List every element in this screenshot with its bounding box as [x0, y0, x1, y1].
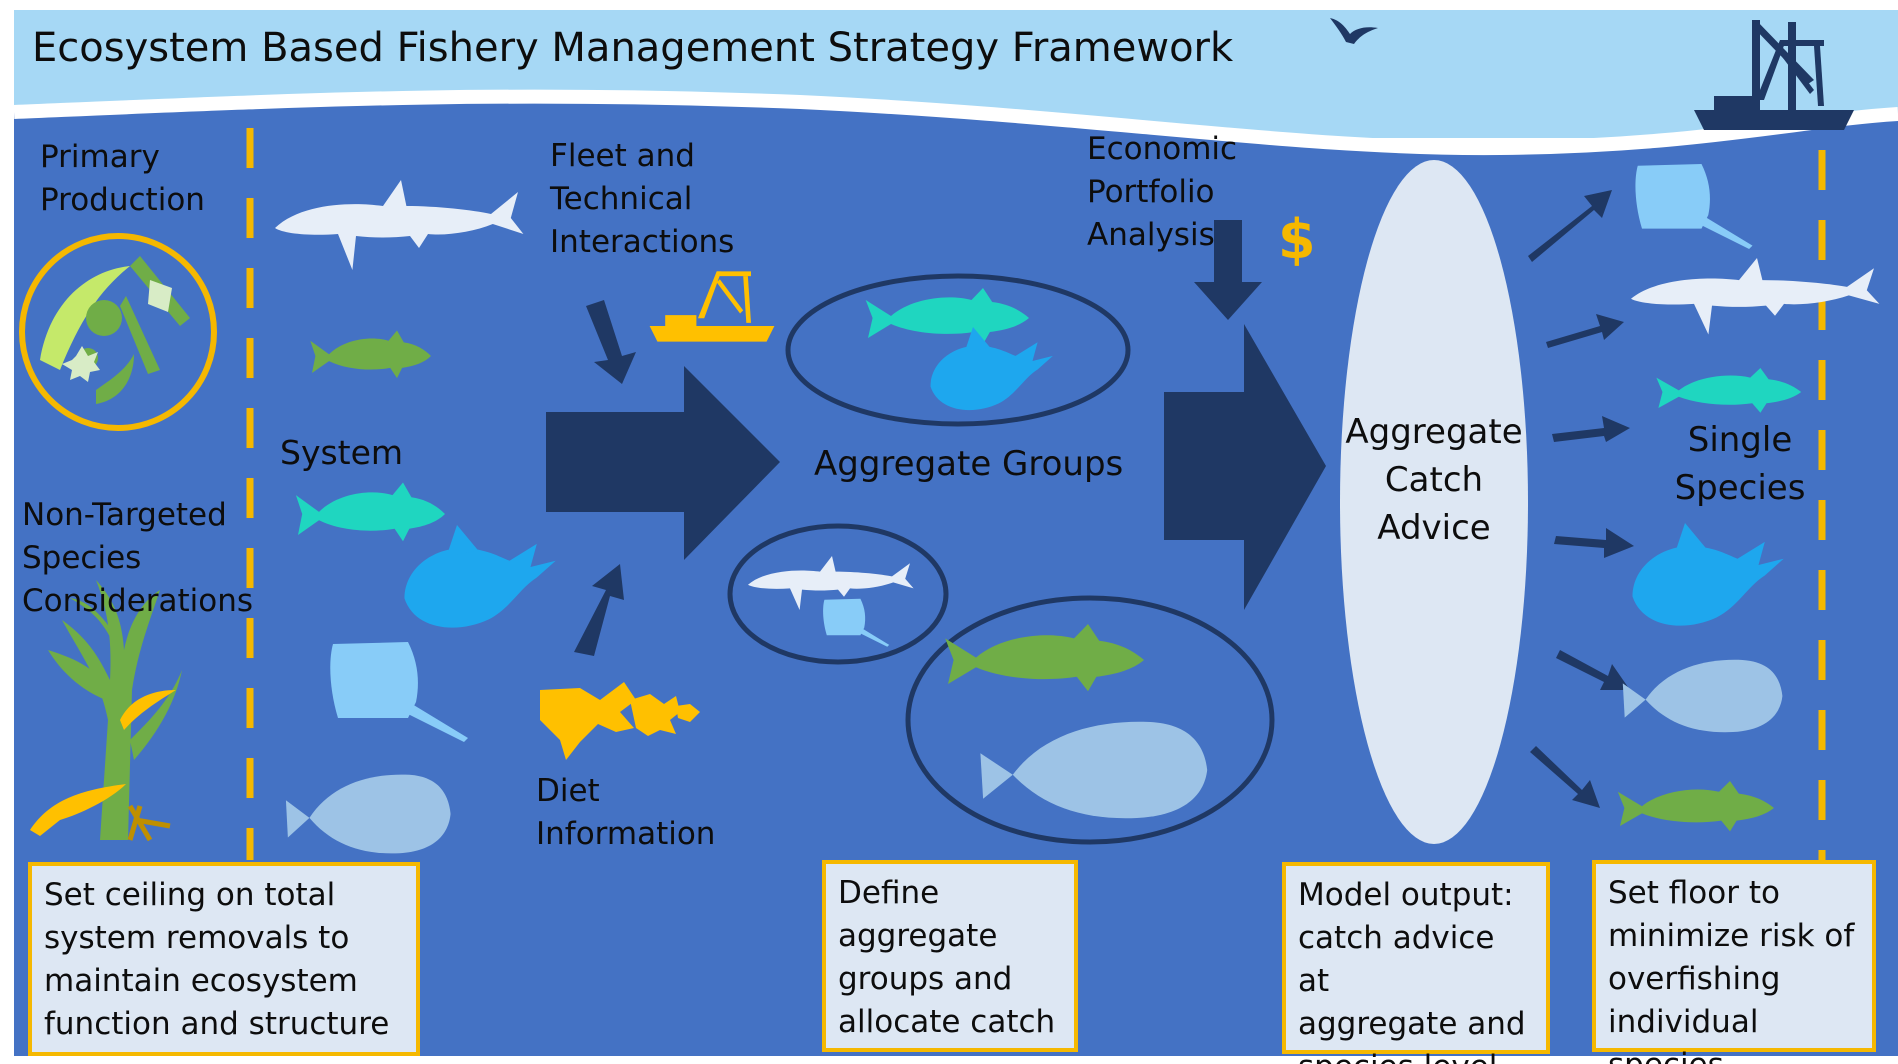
- single-species-label: Single Species: [1674, 420, 1806, 508]
- aggregate-group-3: [905, 595, 1275, 845]
- aggregate-groups-label: Aggregate Groups: [814, 444, 1124, 484]
- primary-production-label: Primary Production: [40, 139, 205, 218]
- fleet-interactions-label: Fleet and Technical Interactions: [550, 138, 735, 260]
- plankton-circle-icon: [19, 233, 217, 431]
- groups-to-advice-arrow: [1164, 324, 1326, 610]
- system-label: System: [280, 433, 404, 472]
- dollar-icon: $: [1278, 208, 1316, 271]
- seagull-icon: [1330, 18, 1378, 44]
- diet-information-label: Diet Information: [536, 773, 716, 852]
- ceiling-note-box: Set ceiling on total system removals to …: [28, 862, 420, 1056]
- non-targeted-species-label: Non-Targeted Species Considerations: [22, 497, 254, 619]
- aggregate-group-2: [727, 523, 949, 665]
- economic-down-arrow: [1194, 220, 1262, 320]
- model-output-note-box: Model output: catch advice at aggregate …: [1282, 862, 1550, 1064]
- system-to-groups-arrow: [546, 366, 780, 560]
- aggregate-group-1: [785, 273, 1131, 427]
- output-arrows: [1528, 190, 1634, 808]
- diet-up-arrow: [574, 564, 624, 656]
- fleet-down-arrow: [586, 300, 636, 384]
- diet-fish-icon: [540, 682, 700, 760]
- page-title: Ecosystem Based Fishery Management Strat…: [32, 25, 1234, 71]
- aggregate-catch-advice-label: Aggregate Catch Advice: [1345, 412, 1523, 548]
- wave-crest: [13, 89, 1898, 156]
- fishing-boat-icon: [1694, 20, 1854, 130]
- define-groups-note-box: Define aggregate groups and allocate cat…: [822, 860, 1078, 1052]
- kelp-icon: [30, 580, 182, 842]
- aggregate-catch-advice-oval: [1340, 160, 1528, 844]
- floor-note-box: Set floor to minimize risk of overfishin…: [1592, 860, 1876, 1064]
- economic-portfolio-label: Economic Portfolio Analysis: [1087, 131, 1238, 253]
